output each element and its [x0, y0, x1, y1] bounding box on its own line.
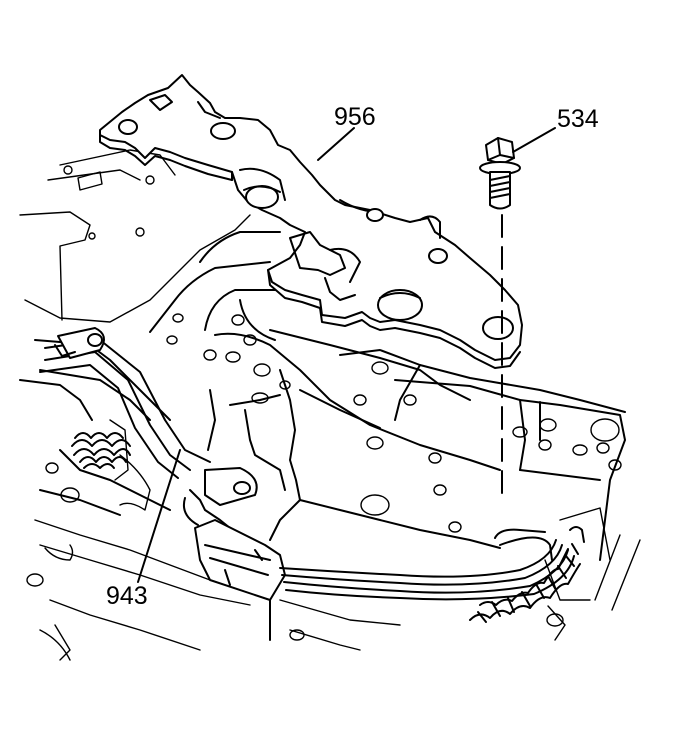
- callout-943: 943: [106, 582, 148, 610]
- wiring-harness-icon: [39, 327, 585, 623]
- transmission-case: [19, 149, 641, 661]
- callout-956: 956: [334, 103, 376, 131]
- hex-flange-bolt-icon: [479, 137, 521, 501]
- coil-spring-icon: [71, 419, 151, 511]
- case-bores: [26, 313, 622, 641]
- accumulator-cover-plate-icon: [99, 74, 523, 369]
- leader-lines: [137, 127, 556, 583]
- callout-534: 534: [557, 105, 599, 133]
